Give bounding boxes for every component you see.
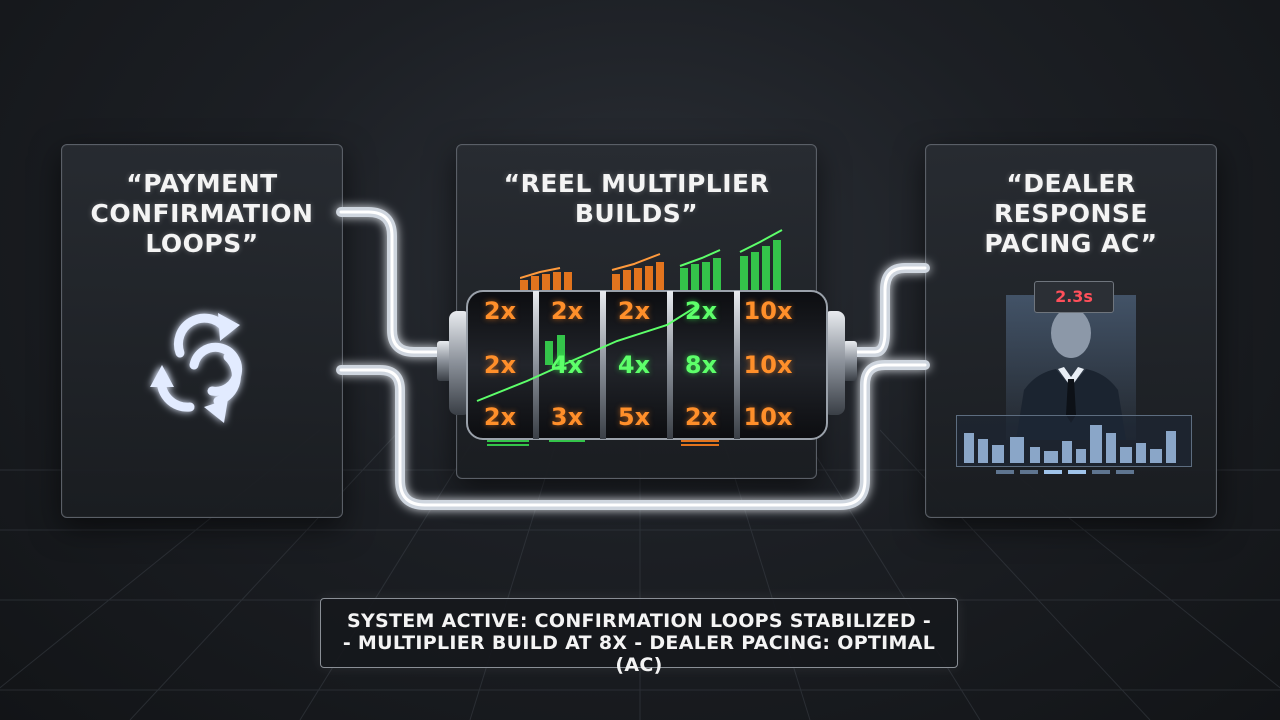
response-timer: 2.3s bbox=[1034, 281, 1114, 313]
title-line: BUILDS” bbox=[574, 199, 699, 228]
dealer-pacing-panel: “DEALER RESPONSE PACING AC” bbox=[925, 144, 1217, 518]
title-line: CONFIRMATION bbox=[90, 199, 314, 228]
pacing-indicator bbox=[996, 470, 1134, 474]
payment-panel-title: “PAYMENT CONFIRMATION LOOPS” bbox=[62, 169, 342, 259]
title-line: PACING AC” bbox=[984, 229, 1158, 258]
reel-1-mid-symbol: 2x bbox=[483, 351, 517, 379]
reel-4-bot-symbol: 2x bbox=[684, 403, 718, 431]
title-line: “REEL MULTIPLIER bbox=[503, 169, 770, 198]
sync-loop-icon bbox=[150, 313, 243, 423]
title-line: “DEALER bbox=[1006, 169, 1136, 198]
reel-4-mid-symbol: 8x bbox=[684, 351, 718, 379]
multiplier-trend-charts bbox=[520, 229, 783, 290]
status-line-2: - MULTIPLIER BUILD AT 8X - DEALER PACING… bbox=[342, 632, 936, 676]
reel-1-bot-symbol: 2x bbox=[483, 403, 517, 431]
reel-5-mid-symbol: 10x bbox=[743, 351, 793, 379]
reel-5-bot-symbol: 10x bbox=[743, 403, 793, 431]
title-line: RESPONSE bbox=[994, 199, 1148, 228]
reel-2-mid-symbol: 4x bbox=[550, 351, 584, 379]
dealer-panel-title: “DEALER RESPONSE PACING AC” bbox=[926, 169, 1216, 259]
reel-drum bbox=[437, 290, 857, 446]
reel-3-bot-symbol: 5x bbox=[617, 403, 651, 431]
reel-2-bot-symbol: 3x bbox=[550, 403, 584, 431]
title-line: “PAYMENT bbox=[126, 169, 278, 198]
status-line-1: SYSTEM ACTIVE: CONFIRMATION LOOPS STABIL… bbox=[346, 610, 932, 632]
title-line: LOOPS” bbox=[145, 229, 259, 258]
reel-5-top-symbol: 10x bbox=[743, 297, 793, 325]
reel-2-top-symbol: 2x bbox=[550, 297, 584, 325]
reel-4-top-symbol: 2x bbox=[684, 297, 718, 325]
reel-3-mid-symbol: 4x bbox=[617, 351, 651, 379]
reel-panel-title: “REEL MULTIPLIER BUILDS” bbox=[457, 169, 816, 229]
reel-1-top-symbol: 2x bbox=[483, 297, 517, 325]
response-bars bbox=[964, 425, 1176, 463]
reel-3-top-symbol: 2x bbox=[617, 297, 651, 325]
system-status-bar: SYSTEM ACTIVE: CONFIRMATION LOOPS STABIL… bbox=[320, 598, 958, 676]
payment-confirmation-panel: “PAYMENT CONFIRMATION LOOPS” bbox=[61, 144, 343, 518]
